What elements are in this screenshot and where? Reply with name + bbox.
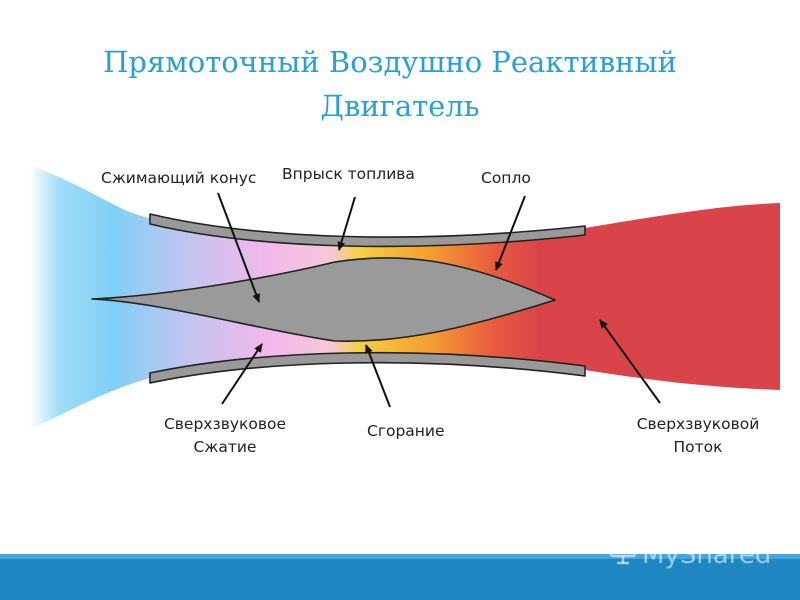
watermark: MyShared <box>608 536 771 573</box>
label-nozzle: Сопло <box>481 169 531 187</box>
upper-duct-wall <box>149 213 586 248</box>
presentation-board-icon <box>608 536 638 573</box>
compression-cone-body <box>91 257 556 342</box>
label-supersonic-compression-line-2: Сжатие <box>193 438 257 456</box>
label-combustion: Сгорание <box>367 422 445 440</box>
arrow-supersonic-flow <box>599 319 661 404</box>
label-supersonic-compression: Сверхзвуковое Сжатие <box>150 413 300 459</box>
label-supersonic-flow: Сверхзвуковой Поток <box>623 413 773 459</box>
arrow-nozzle <box>495 195 526 271</box>
arrow-supersonic-compression <box>221 343 263 405</box>
label-compression-cone: Сжимающий конус <box>101 169 257 187</box>
arrow-fuel-injection <box>337 196 356 251</box>
watermark-text: MyShared <box>642 540 772 570</box>
page-title-line-1: Прямоточный Воздушно Реактивный <box>103 45 677 79</box>
page-title: Прямоточный Воздушно Реактивный Двигател… <box>0 40 800 128</box>
bottom-bar-stripe <box>0 554 800 559</box>
lower-duct-wall <box>149 351 586 384</box>
label-supersonic-flow-line-1: Сверхзвуковой <box>636 415 760 433</box>
page-title-line-2: Двигатель <box>320 89 480 123</box>
label-supersonic-compression-line-1: Сверхзвуковое <box>163 415 287 433</box>
label-fuel-injection: Впрыск топлива <box>282 165 415 183</box>
bottom-bar <box>0 554 800 600</box>
arrow-combustion <box>365 344 391 408</box>
label-supersonic-flow-line-2: Поток <box>673 438 723 456</box>
arrow-compression-cone <box>217 192 260 303</box>
